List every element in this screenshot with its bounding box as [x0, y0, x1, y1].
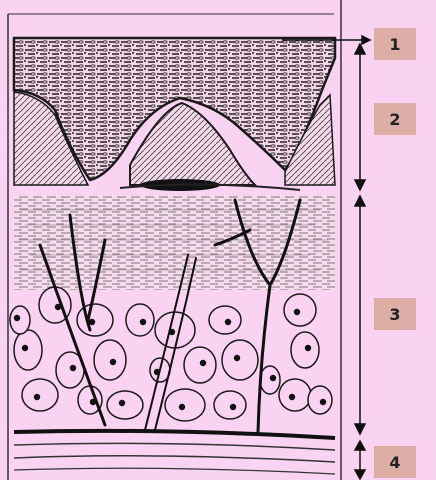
fat-cell [209, 306, 241, 334]
cell-nucleus [110, 359, 116, 365]
fat-cell [10, 306, 30, 334]
fat-cell [94, 340, 126, 380]
cell-nucleus [320, 399, 326, 405]
fat-cell [107, 391, 143, 419]
fat-cell [222, 340, 258, 380]
cell-nucleus [119, 400, 125, 406]
fat-cell [14, 330, 42, 370]
cell-nucleus [179, 404, 185, 410]
fat-cell [184, 347, 216, 383]
fat-cell [22, 379, 58, 411]
epidermis-layer [14, 38, 335, 191]
fat-cell [279, 379, 311, 411]
cell-nucleus [22, 345, 28, 351]
cell-nucleus [234, 355, 240, 361]
label-layer-3: 3 [374, 298, 416, 330]
cell-nucleus [289, 394, 295, 400]
cell-nucleus [34, 394, 40, 400]
cell-nucleus [270, 375, 276, 381]
fat-cell [155, 312, 195, 348]
cell-nucleus [14, 315, 20, 321]
fat-cell [165, 389, 205, 421]
cell-nucleus [294, 309, 300, 315]
label-layer-1: 1 [374, 28, 416, 60]
fat-cell [126, 304, 154, 336]
fat-cell [284, 294, 316, 326]
cell-nucleus [225, 319, 231, 325]
fat-cell [308, 386, 332, 414]
fascia-layer [14, 431, 335, 474]
cell-nucleus [230, 404, 236, 410]
cell-nucleus [140, 319, 146, 325]
cell-nucleus [200, 360, 206, 366]
cell-nucleus [70, 365, 76, 371]
cell-nucleus [305, 345, 311, 351]
label-layer-4: 4 [374, 446, 416, 478]
fat-cell [260, 366, 280, 394]
fat-cell [77, 304, 113, 336]
fat-cell [291, 332, 319, 368]
label-layer-2: 2 [374, 103, 416, 135]
fat-cells [10, 287, 332, 421]
fat-cell [214, 391, 246, 419]
